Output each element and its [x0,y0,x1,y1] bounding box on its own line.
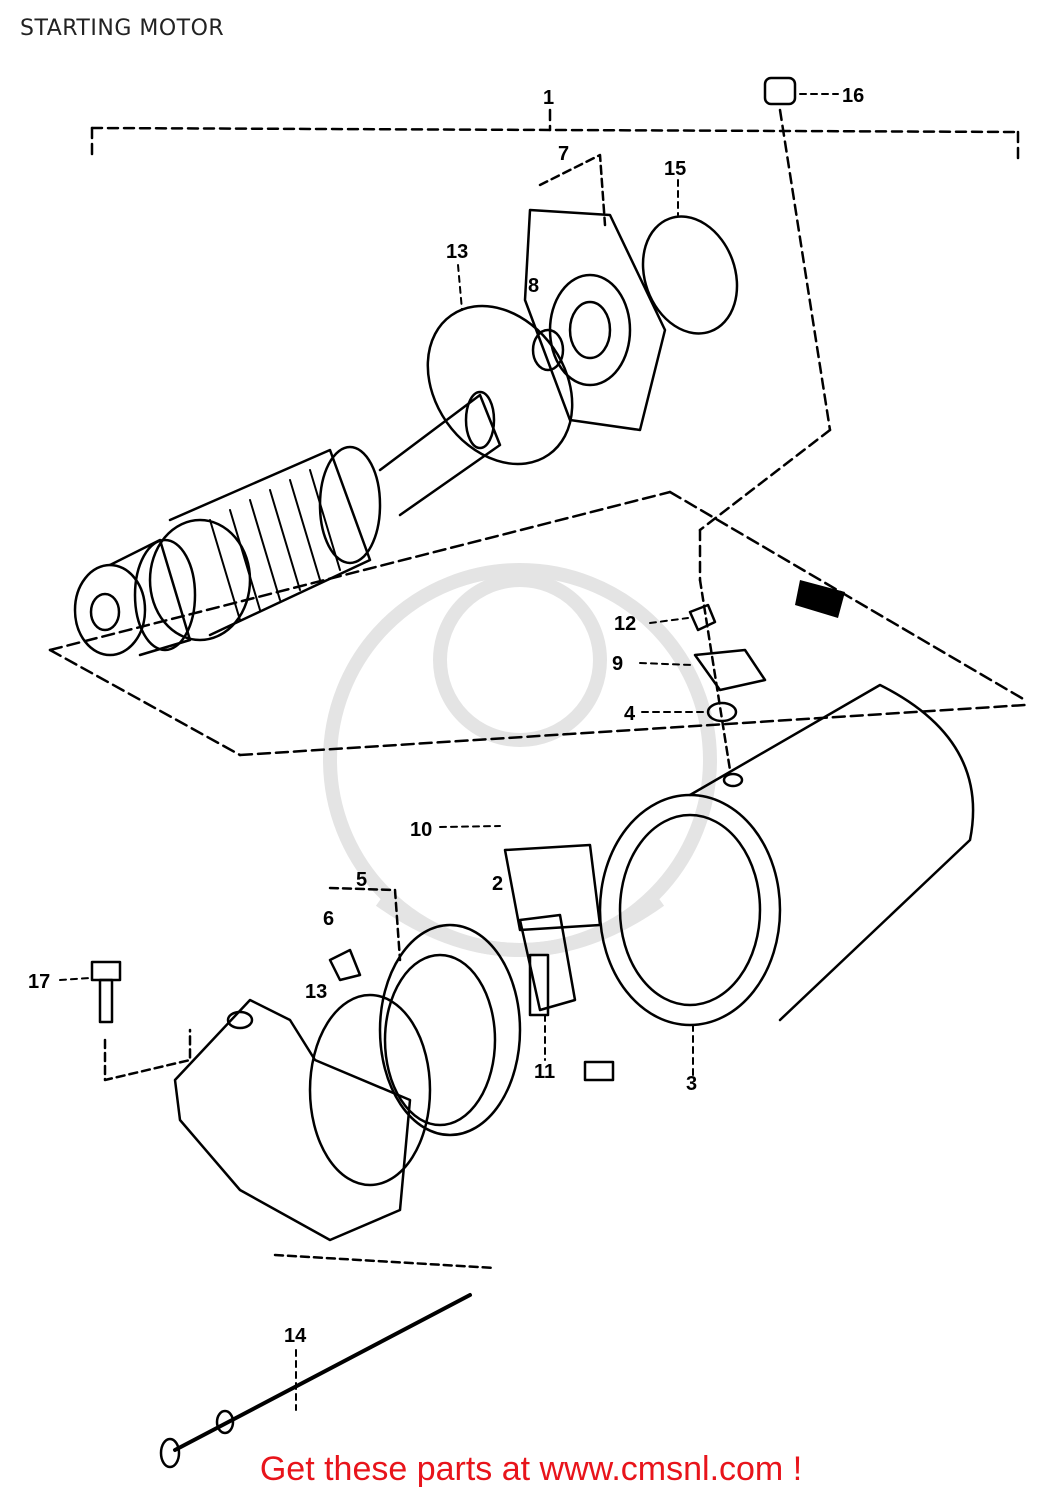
parts-store-link[interactable]: Get these parts at www.cmsnl.com ! [259,1450,803,1488]
bolt-17 [90,960,192,1082]
callout-3: 3 [686,1073,697,1095]
callout-13-lower: 13 [305,981,327,1003]
callout-2: 2 [492,873,503,895]
rear-bracket [173,998,412,1242]
callout-11: 11 [534,1061,555,1083]
callout-16: 16 [842,85,864,107]
terminal-hardware [688,578,767,788]
armature-outline [48,490,1027,757]
armature [73,390,502,657]
watermark-logo [323,563,717,957]
callout-9: 9 [612,653,623,675]
nut-16 [763,76,797,106]
o-ring-15 [641,215,739,335]
callout-14: 14 [284,1325,307,1347]
small-part-mark [795,580,845,618]
page-title: STARTING MOTOR [20,16,225,41]
callout-13-upper: 13 [446,241,468,263]
long-bolt-14 [159,1253,497,1469]
callout-8: 8 [528,275,539,297]
callout-5: 5 [356,869,367,891]
callout-10: 10 [410,819,432,841]
callout-1: 1 [543,87,554,109]
o-ring-lower [308,993,432,1187]
leader-line-16 [698,108,832,582]
callout-4: 4 [624,703,636,725]
callout-7: 7 [558,143,569,165]
brush-holder [328,843,615,1137]
front-bracket [523,153,667,432]
o-ring-upper [426,304,574,466]
leader-lines [59,93,839,1411]
assembly-bracket [90,108,1020,164]
callout-15: 15 [664,158,686,180]
callout-12: 12 [614,613,636,635]
callout-17: 17 [28,971,50,993]
yoke-housing [598,683,975,1027]
callout-6: 6 [323,908,334,930]
